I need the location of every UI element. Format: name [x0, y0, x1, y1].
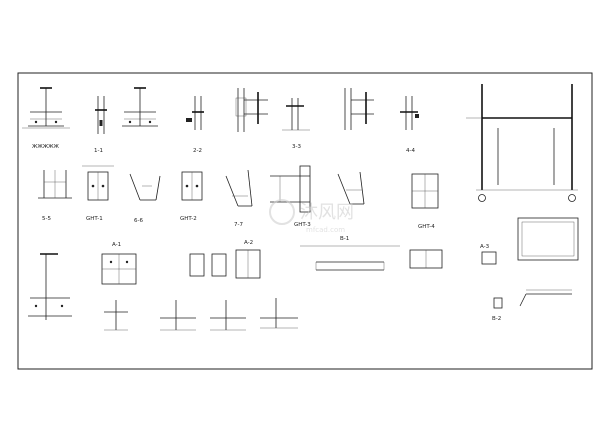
section-label-b-1: B-1: [340, 236, 349, 242]
detail-section-7-7: [225, 169, 253, 207]
detail-small-bracket: [493, 297, 503, 309]
section-label-ght-1: GHT-1: [86, 216, 103, 222]
section-label-a-3: A-3: [480, 244, 490, 250]
detail-section-2-2: [186, 96, 204, 130]
detail-section-6-6: [129, 173, 161, 201]
section-label-a-1: A-1: [112, 242, 121, 248]
watermark-logo-icon: [269, 199, 295, 225]
section-label-1-1: 1-1: [94, 148, 103, 154]
section-label-6-6: 6-6: [134, 218, 143, 224]
detail-ght-2: [181, 171, 203, 201]
detail-small-square: [481, 251, 497, 265]
detail-anchor-3: [260, 298, 298, 329]
section-label-3-3: 3-3: [292, 144, 301, 150]
section-label-ght-2: GHT-2: [180, 216, 197, 222]
detail-anchor-1: [160, 300, 196, 331]
detail-ght-4: [411, 173, 439, 209]
portal-frame-elevation: [466, 84, 578, 202]
detail-section-5-5: [38, 170, 72, 199]
detail-beam-column-3: [337, 171, 365, 205]
detail-beam-column-2: [344, 88, 374, 130]
detail-ght-1: [82, 165, 114, 201]
detail-section-4-4: [400, 96, 419, 130]
section-label-5-5: 5-5: [42, 216, 51, 222]
watermark: 沐风网 mfcad.com: [269, 199, 354, 234]
detail-bolt-group: [189, 249, 261, 279]
detail-beam-long: [300, 245, 400, 271]
detail-section-3-3: [282, 98, 310, 131]
section-label-ght-3: GHT-3: [294, 222, 311, 228]
detail-column-base-1: [22, 87, 70, 129]
detail-section-1-1: [95, 96, 107, 134]
detail-column-base-3: [104, 300, 128, 331]
section-label-a-2: A-2: [244, 240, 253, 246]
detail-base-plate: [101, 253, 137, 285]
detail-column-elevation: [28, 253, 72, 320]
detail-plan-rectangle: [517, 217, 579, 261]
watermark-sub-text: mfcad.com: [306, 226, 345, 234]
detail-stair-stringer: [519, 289, 572, 307]
section-label-7-7: 7-7: [234, 222, 243, 228]
detail-beam-short: [409, 249, 443, 269]
detail-column-base-2: [122, 87, 158, 127]
section-label-4-4: 4-4: [406, 148, 415, 154]
detail-anchor-2: [210, 300, 246, 331]
detail-beam-column-1: [235, 88, 268, 132]
watermark-main-text: 沐风网: [300, 202, 354, 223]
section-label-ght-4: GHT-4: [418, 224, 435, 230]
section-label-b-2: B-2: [492, 316, 501, 322]
sheet-border: [17, 72, 593, 370]
section-label-2-2: 2-2: [193, 148, 202, 154]
detail-caption: ЖЖЖЖЖ: [32, 144, 60, 150]
